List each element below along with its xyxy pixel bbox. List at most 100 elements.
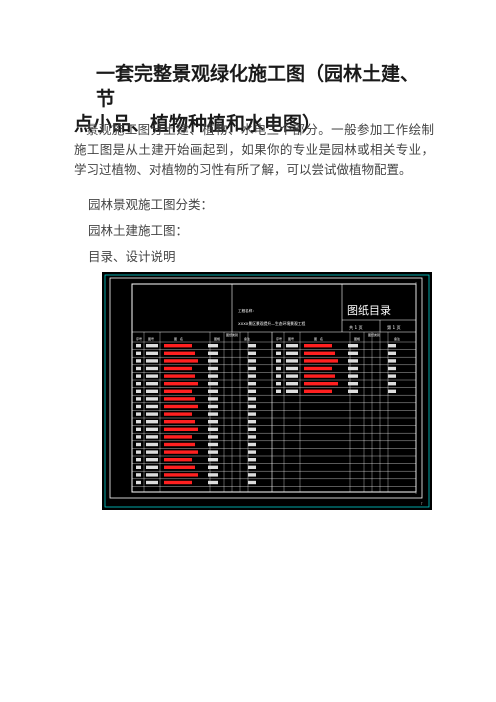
row-code-mark [146, 397, 158, 401]
row-note-mark [248, 412, 256, 416]
row-name-mark [304, 359, 338, 363]
row-code-mark [146, 465, 158, 469]
row-size-mark [208, 382, 218, 386]
row-name-mark [164, 397, 195, 401]
row-note-mark [388, 389, 396, 393]
row-name-mark [164, 435, 192, 439]
row-name-mark [304, 389, 332, 393]
row-note-mark [248, 404, 256, 409]
row-code-mark [146, 412, 158, 416]
row-index-mark [276, 344, 281, 348]
row-note-mark [248, 397, 256, 401]
row-name-mark [164, 420, 195, 424]
row-code-mark [146, 359, 158, 363]
right-col-code: 图号 [288, 336, 294, 341]
row-code-mark [146, 427, 158, 431]
row-index-mark [276, 374, 281, 378]
right-col-size: 图幅 [354, 336, 360, 341]
row-code-mark [286, 359, 298, 363]
row-size-mark [348, 359, 358, 363]
row-code-mark [146, 344, 158, 348]
row-size-mark [348, 374, 358, 378]
row-name-mark [164, 389, 192, 393]
row-size-mark [208, 473, 218, 477]
row-name-mark [304, 374, 335, 378]
row-index-mark [136, 382, 141, 386]
row-size-mark [208, 480, 218, 485]
row-note-mark [388, 366, 396, 371]
outer-frame [109, 277, 423, 499]
row-code-mark [146, 442, 158, 447]
row-size-mark [208, 351, 218, 355]
row-code-mark [146, 420, 158, 424]
corner-mark: ┌ [420, 500, 423, 505]
left-index-table [132, 332, 272, 492]
row-note-mark [248, 442, 256, 447]
row-name-mark [304, 351, 335, 355]
row-size-mark [208, 435, 218, 439]
row-note-mark [248, 465, 256, 469]
row-size-mark [208, 442, 218, 447]
row-index-mark [136, 458, 141, 462]
row-size-mark [348, 344, 358, 348]
row-note-mark [248, 450, 256, 454]
category-heading: 园林景观施工图分类： [88, 197, 214, 212]
row-code-mark [286, 366, 298, 371]
title-block: 图纸目录 工程名称： XXXX景区景观提升—生态环境景观工程 共 1 页 第 1… [132, 284, 416, 333]
subheading: 园林土建施工图： [88, 223, 189, 238]
row-note-mark [248, 473, 256, 477]
row-code-mark [146, 382, 158, 386]
row-name-mark [164, 404, 198, 409]
row-index-mark [276, 366, 281, 371]
row-index-mark [136, 435, 141, 439]
row-name-mark [164, 382, 198, 386]
row-size-mark [208, 458, 218, 462]
row-code-mark [146, 351, 158, 355]
row-size-mark [208, 427, 218, 431]
row-code-mark [146, 458, 158, 462]
row-code-mark [146, 450, 158, 454]
row-note-mark [248, 435, 256, 439]
row-name-mark [164, 480, 192, 485]
row-index-mark [136, 351, 141, 355]
document-title: 一套完整景观绿化施工图（园林土建、节 点小品、植物种植和水电图） [74, 62, 434, 137]
row-note-mark [388, 359, 396, 363]
drawing-index-image: 图纸目录 工程名称： XXXX景区景观提升—生态环境景观工程 共 1 页 第 1… [102, 272, 432, 510]
left-col-code: 图号 [148, 336, 154, 341]
row-note-mark [248, 389, 256, 393]
row-index-mark [136, 427, 141, 431]
row-size-mark [208, 389, 218, 393]
row-index-mark [136, 374, 141, 378]
row-note-mark [248, 359, 256, 363]
row-code-mark [146, 374, 158, 378]
row-index-mark [136, 389, 141, 393]
row-note-mark [248, 480, 256, 485]
row-code-mark [146, 480, 158, 485]
right-col-note: 备注 [394, 336, 400, 341]
row-code-mark [286, 374, 298, 378]
row-name-mark [164, 366, 192, 371]
project-label: 工程名称： [238, 308, 256, 313]
row-name-mark [304, 366, 332, 371]
table-headers: 序号 图号 图 名 图幅 图纸类别 备注 序号 图号 图 名 图幅 图纸类别 备… [136, 332, 400, 341]
row-code-mark [286, 344, 298, 348]
row-index-mark [136, 420, 141, 424]
row-index-mark [136, 442, 141, 447]
row-name-mark [164, 344, 192, 348]
row-size-mark [348, 366, 358, 371]
row-name-mark [164, 450, 198, 454]
row-size-mark [208, 397, 218, 401]
row-note-mark [248, 458, 256, 462]
intro-paragraph: 景观施工图分土建、植物、水电三个部分。一般参加工作绘制施工图是从土建开始画起到，… [74, 122, 434, 177]
right-col-index: 序号 [276, 336, 282, 341]
row-index-mark [136, 465, 141, 469]
row-name-mark [164, 374, 195, 378]
row-index-mark [276, 382, 281, 386]
row-name-mark [304, 382, 338, 386]
row-index-mark [136, 473, 141, 477]
row-index-mark [276, 351, 281, 355]
left-col-size: 图幅 [214, 336, 220, 341]
row-index-mark [276, 389, 281, 393]
row-code-mark [286, 382, 298, 386]
row-index-mark [136, 344, 141, 348]
